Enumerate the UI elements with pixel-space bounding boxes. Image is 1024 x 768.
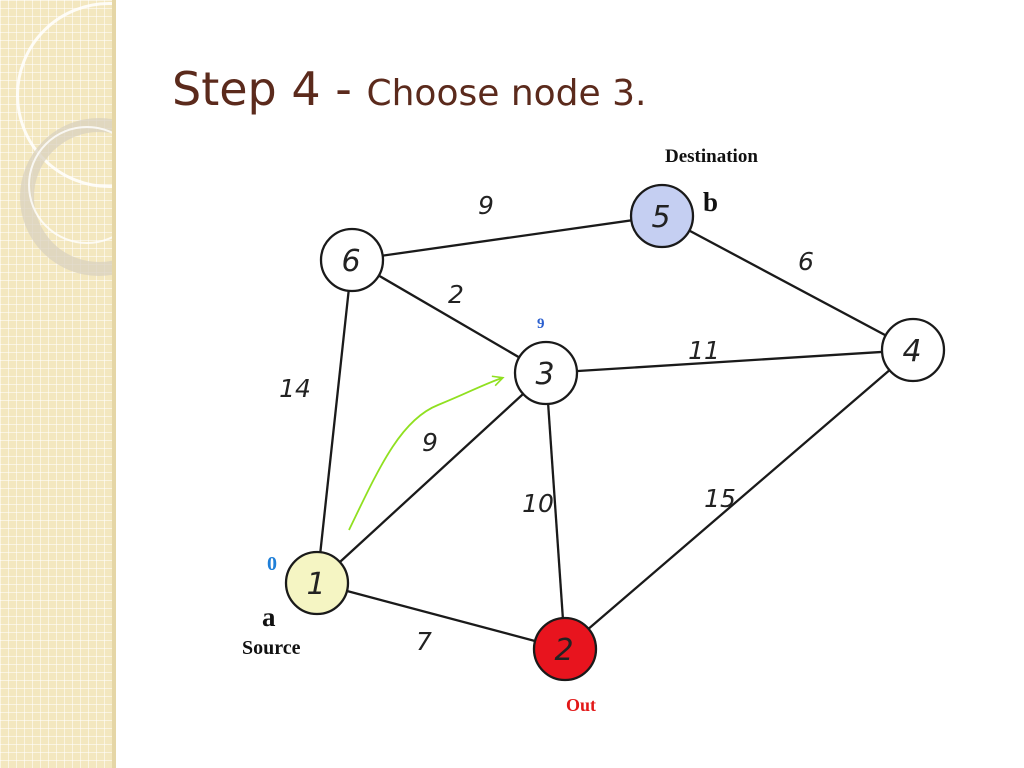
selection-arrow [348, 375, 505, 531]
source-letter: a [262, 602, 276, 632]
edge-weight-6-5: 9 [478, 191, 494, 220]
node3-distance-label: 9 [537, 316, 545, 332]
edge-6-3 [351, 259, 547, 374]
edge-5-4 [661, 214, 914, 352]
node-3-circle [513, 340, 579, 406]
node-1-label: 1 [306, 567, 325, 602]
edge-3-2 [544, 372, 567, 650]
node-2-label: 2 [554, 633, 573, 668]
node-2: 2 [532, 616, 598, 682]
slide-title: Step 4 - Choose node 3. [172, 62, 646, 116]
edge-weight-6-1: 14 [279, 374, 311, 403]
edge-weight-1-3: 9 [422, 428, 438, 457]
out-label: Out [566, 695, 596, 715]
edge-weight-5-4: 6 [798, 247, 814, 276]
edge-6-1 [315, 259, 354, 584]
edge-weight-6-3: 2 [448, 280, 464, 309]
node-5: 5 [629, 183, 695, 249]
destination-letter: b [703, 187, 718, 217]
slide-title-main: Step 4 - [172, 62, 367, 116]
source-label: Source [242, 637, 301, 659]
decorative-sidebar [0, 0, 112, 768]
edge-weight-3-2: 10 [522, 489, 554, 518]
edge-6-5 [351, 214, 663, 262]
node-5-label: 5 [651, 200, 670, 235]
node-6-label: 6 [341, 244, 360, 279]
edge-weight-4-2: 15 [704, 484, 736, 513]
destination-label: Destination [665, 146, 758, 167]
node-6-circle [319, 227, 385, 293]
node-3-label: 3 [535, 357, 554, 392]
node-4-label: 4 [902, 334, 921, 369]
edge-3-4 [545, 348, 914, 375]
node-3: 3 [513, 340, 579, 406]
node-2-circle [532, 616, 598, 682]
node-4-circle [880, 317, 946, 383]
edge-weight-1-2: 7 [416, 627, 432, 656]
node-6: 6 [319, 227, 385, 293]
node-5-circle [629, 183, 695, 249]
node-4: 4 [880, 317, 946, 383]
source-distance-label: 0 [267, 553, 277, 575]
edge-1-3 [316, 372, 547, 584]
node-1-circle [284, 550, 350, 616]
slide-title-subtitle: Choose node 3. [366, 73, 647, 114]
node-1: 1 [284, 550, 350, 616]
edge-1-2 [316, 581, 566, 651]
edge-4-2 [564, 349, 914, 650]
edge-weight-3-4: 11 [688, 336, 720, 365]
sidebar-divider [112, 0, 116, 768]
